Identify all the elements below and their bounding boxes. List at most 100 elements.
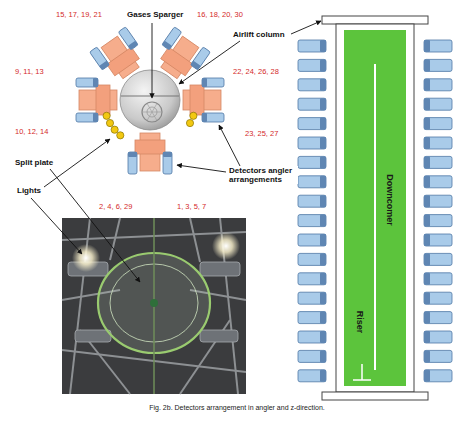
detector-cap [320,312,326,324]
detector-symbol [298,137,326,149]
detector-holder [135,140,165,154]
light-symbol [190,112,197,119]
detector-symbol [298,253,326,265]
leader-line [291,21,321,34]
photo-frame [110,218,120,260]
detector-symbol [298,215,326,227]
detector-symbol [424,59,452,71]
leader-line [50,169,140,282]
detector-cap [320,234,326,246]
detector-symbol [202,113,224,122]
detector-cap [202,78,207,87]
column-wall [336,24,414,392]
detector-cap [320,370,326,382]
detector-symbol [298,370,326,382]
detector-symbol [298,40,326,52]
detector-cap [163,152,172,157]
detector-symbol [202,78,224,87]
detector-cap [424,40,430,52]
detector-symbol [298,156,326,168]
part-label: Gases Sparger [126,10,184,19]
detector-cap [424,215,430,227]
detector-cap [424,370,430,382]
leader-line [219,125,240,166]
detector-cap [320,215,326,227]
detector-symbol [424,312,452,324]
detector-symbol [424,195,452,207]
detector-symbol [424,234,452,246]
detector-cap [202,113,207,122]
detector-cap [99,61,109,70]
column-section-label: Downcomer [385,174,395,226]
detector-cap [424,273,430,285]
detector-symbol [424,370,452,382]
photo-detector [75,330,111,342]
detector-symbol [298,331,326,343]
detector-symbol [298,195,326,207]
detector-symbol [298,79,326,91]
detector-arm [183,78,224,122]
photo-light [212,232,240,260]
column-section-label: Riser [355,311,365,334]
light-symbol [186,119,193,126]
detector-symbol [76,78,98,87]
detector-cap [424,59,430,71]
gas-sparger [142,102,162,122]
detector-symbol [424,137,452,149]
detector-symbol [163,152,172,174]
part-label: Lights [16,186,42,195]
detector-cap [424,331,430,343]
detector-symbol [298,292,326,304]
airlift-column-top [120,70,180,130]
split-plate [374,64,376,370]
detector-symbol [424,350,452,362]
detector-symbol [424,176,452,188]
detector-cap [320,98,326,110]
leader-line [31,198,82,254]
detector-cap [424,312,430,324]
detector-cap [320,118,326,130]
detector-holder [101,36,139,79]
detector-symbol [424,292,452,304]
detector-holder [161,47,194,76]
detector-symbol [298,234,326,246]
detector-holder [107,47,140,76]
detector-cap [424,176,430,188]
detector-cap [128,152,137,157]
detector-cap [320,156,326,168]
part-label: Split plate [14,158,54,167]
detector-cap [424,137,430,149]
detector-cap [190,61,200,70]
detector-symbol [298,312,326,324]
detector-cap [320,59,326,71]
detector-symbol [424,79,452,91]
detector-cap [320,273,326,285]
detector-holder [190,85,204,115]
light-symbol [117,132,124,139]
detector-cap [320,137,326,149]
detector-cap [424,195,430,207]
detector-symbol [424,156,452,168]
photo-ground [62,218,246,394]
detector-arm [76,78,117,122]
callout-number: 2, 4, 6, 29 [98,203,133,212]
detector-symbol [424,253,452,265]
detector-cap [128,41,138,50]
photo-center [150,299,158,307]
callout-number: 16, 18, 20, 30 [196,11,244,20]
detector-symbol [298,350,326,362]
detector-cap [424,292,430,304]
detector-cap [424,350,430,362]
leader-line [152,23,153,98]
detector-symbol [298,98,326,110]
callout-number: 22, 24, 26, 28 [232,68,280,77]
detector-symbol [424,98,452,110]
detector-cap [424,253,430,265]
detector-cap [424,156,430,168]
detector-cap [320,176,326,188]
detector-cap [93,78,98,87]
airlift-column: Riser Downcomer [344,30,406,386]
detector-cap [320,292,326,304]
gas-sparger [147,103,157,120]
detector-cap [320,331,326,343]
